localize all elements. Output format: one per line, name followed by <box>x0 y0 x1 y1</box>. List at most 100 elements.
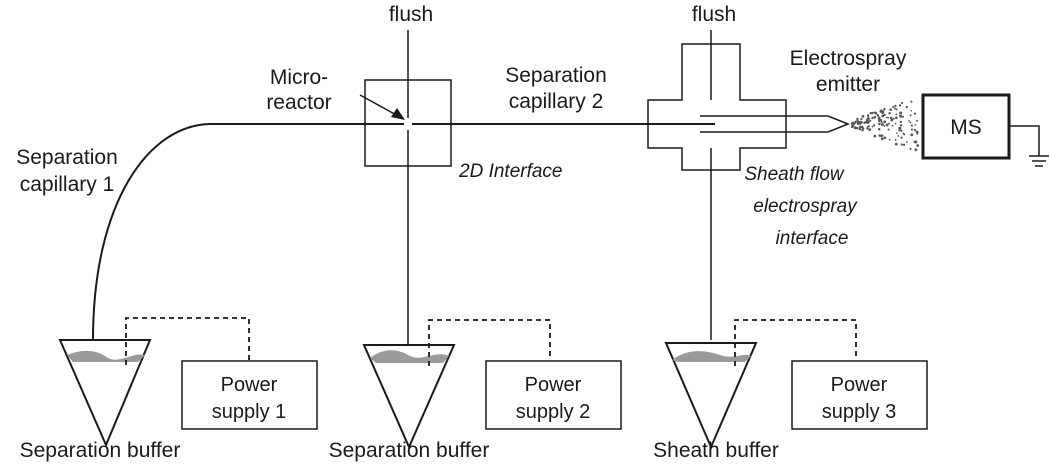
spray-droplet <box>894 107 897 110</box>
spray-droplet <box>868 128 872 132</box>
power-supply-2-line2: supply 2 <box>516 401 591 423</box>
sheath-buffer-label: Sheath buffer <box>653 439 779 462</box>
spray-droplet <box>895 116 898 120</box>
spray-droplet <box>865 121 868 123</box>
spray-droplet <box>910 124 913 127</box>
electrode-connection-2 <box>428 319 551 366</box>
spray-droplet <box>856 127 859 130</box>
spray-droplet <box>916 144 920 147</box>
spray-droplet <box>879 109 883 113</box>
sheath-flow-interface <box>647 30 851 340</box>
spray-droplet <box>900 129 903 132</box>
spray-droplet <box>871 116 874 120</box>
spray-droplet <box>898 126 902 130</box>
buffer-vial-3 <box>664 342 758 450</box>
spray-droplet <box>852 123 855 126</box>
spray-droplet <box>880 121 883 124</box>
spray-droplet <box>899 124 903 127</box>
spray-droplet <box>898 114 901 117</box>
spray-droplet <box>910 109 913 112</box>
spray-droplet <box>894 104 897 108</box>
spray-droplet <box>881 114 885 118</box>
spray-droplet <box>866 127 869 130</box>
separation-buffer-2-label: Separation buffer <box>329 439 490 462</box>
spray-droplet <box>867 115 870 118</box>
spray-droplet <box>872 111 875 114</box>
ms-label: MS <box>950 116 982 139</box>
electrospray-plume <box>850 100 920 152</box>
spray-droplet <box>900 143 903 146</box>
spray-droplet <box>905 141 908 143</box>
spray-droplet <box>858 127 862 131</box>
spray-droplet <box>859 120 863 124</box>
spray-droplet <box>869 111 872 115</box>
ground-icon <box>1009 125 1049 167</box>
separation-capillary-1 <box>92 123 408 341</box>
spray-droplet <box>908 119 910 122</box>
spray-droplet <box>902 132 905 135</box>
microreactor-label-line2: reactor <box>266 91 331 114</box>
spray-droplet <box>887 116 890 119</box>
spray-droplet <box>915 130 919 134</box>
power-supply-1-line1: Power <box>221 374 278 396</box>
power-supply-2-line1: Power <box>525 374 582 396</box>
2d-interface <box>364 30 452 345</box>
sheath-flow-label-line2: electrospray <box>753 196 858 217</box>
2d-interface-label: 2D Interface <box>458 161 563 182</box>
spray-droplet <box>850 125 854 129</box>
spray-droplet <box>916 132 919 135</box>
spray-droplet <box>871 125 874 128</box>
spray-droplet <box>899 111 903 115</box>
spray-droplet <box>889 116 893 120</box>
spray-droplet <box>883 136 887 140</box>
spray-droplet <box>867 125 871 128</box>
spray-droplet <box>910 128 913 131</box>
separation-capillary-1-label-line1: Separation <box>16 146 118 169</box>
spray-droplet <box>913 112 917 115</box>
spray-droplet <box>914 140 918 144</box>
electrospray-emitter-label-line1: Electrospray <box>790 47 907 70</box>
spray-droplet <box>892 117 895 120</box>
sheath-flow-label-line3: interface <box>776 228 849 249</box>
spray-droplet <box>910 100 913 103</box>
spray-droplet <box>880 123 884 126</box>
spray-droplet <box>913 128 916 131</box>
spray-droplet <box>883 120 886 124</box>
spray-droplet <box>900 136 903 139</box>
sheath-flow-label-line1: Sheath flow <box>744 164 845 185</box>
spray-droplet <box>895 108 898 111</box>
spray-droplet <box>896 132 898 135</box>
power-supply-1-line2: supply 1 <box>212 401 287 423</box>
spray-droplet <box>888 122 890 125</box>
spray-droplet <box>892 106 895 109</box>
spray-droplet <box>902 143 906 146</box>
spray-droplet <box>857 123 859 126</box>
spray-droplet <box>909 147 912 150</box>
spray-droplet <box>878 134 881 137</box>
spray-droplet <box>909 114 912 117</box>
spray-droplet <box>877 119 881 122</box>
spray-droplet <box>873 134 877 138</box>
spray-droplet <box>858 121 861 123</box>
spray-droplet <box>859 125 862 129</box>
spray-droplet <box>885 116 888 119</box>
spray-droplet <box>899 120 903 124</box>
spray-droplet <box>898 104 902 107</box>
spray-droplet <box>891 124 894 127</box>
spray-droplet <box>900 101 904 105</box>
spray-droplet <box>894 138 897 141</box>
spray-droplet <box>885 123 889 127</box>
spray-droplet <box>916 119 919 122</box>
spray-droplet <box>880 137 884 141</box>
buffer-vial-1 <box>58 339 152 448</box>
separation-capillary-2-label-line2: capillary 2 <box>509 90 604 113</box>
ms-detector: MS <box>921 93 1011 160</box>
spray-droplet <box>862 127 865 130</box>
electrode-connection-1 <box>125 317 250 365</box>
spray-droplet <box>910 133 914 137</box>
power-supply-2: Power supply 2 <box>485 360 622 430</box>
buffer-vial-2 <box>362 344 456 450</box>
power-supply-1: Power supply 1 <box>181 360 318 430</box>
spray-droplet <box>869 119 872 122</box>
